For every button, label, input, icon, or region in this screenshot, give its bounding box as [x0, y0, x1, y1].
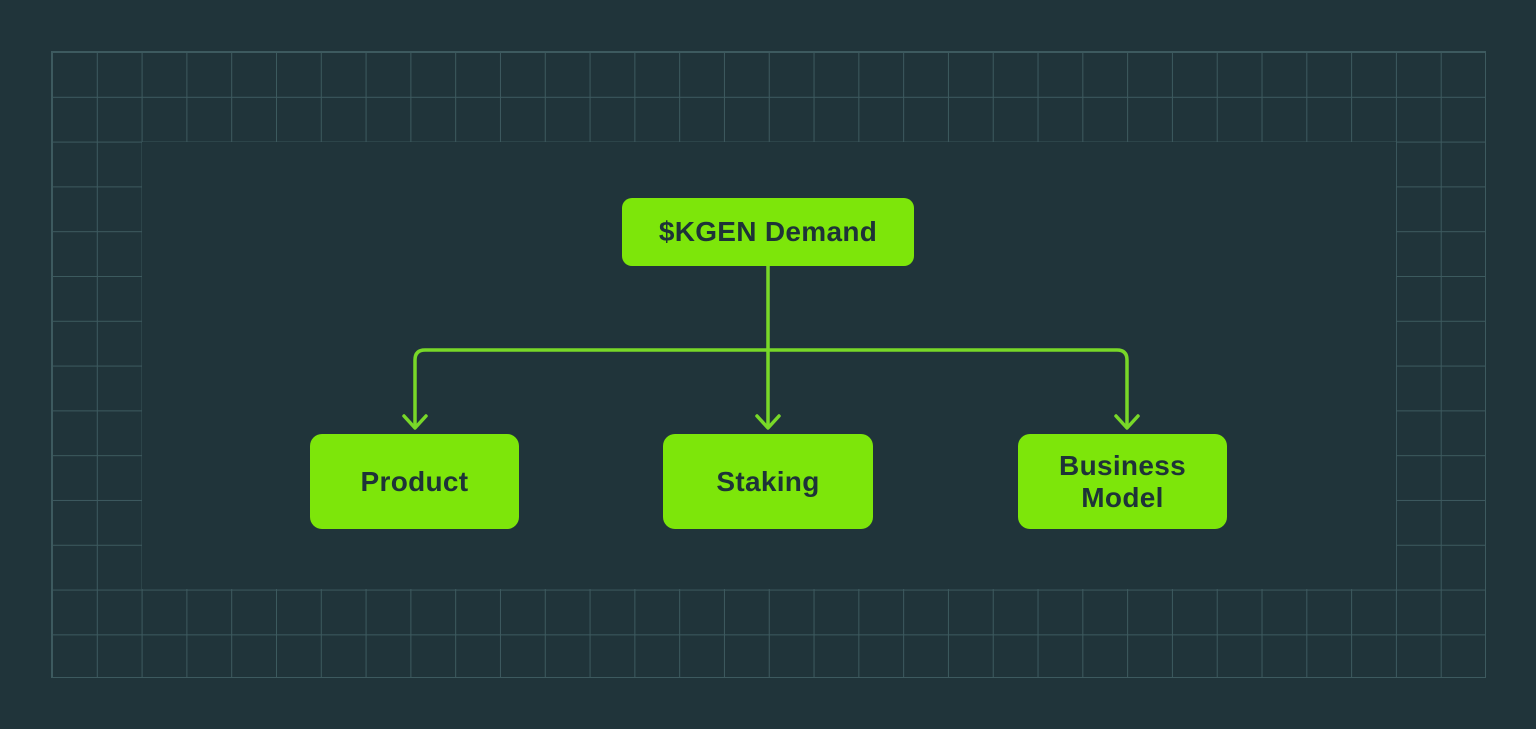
node-staking: Staking — [663, 434, 873, 529]
node-kgen-demand-label: $KGEN Demand — [658, 216, 878, 248]
node-business-model: Business Model — [1018, 434, 1227, 529]
node-kgen-demand: $KGEN Demand — [622, 198, 914, 266]
node-staking-label: Staking — [716, 465, 820, 497]
node-product-label: Product — [360, 465, 469, 497]
node-product: Product — [310, 434, 519, 529]
grid-background — [51, 51, 1486, 678]
node-business-model-label: Business Model — [1059, 450, 1186, 513]
